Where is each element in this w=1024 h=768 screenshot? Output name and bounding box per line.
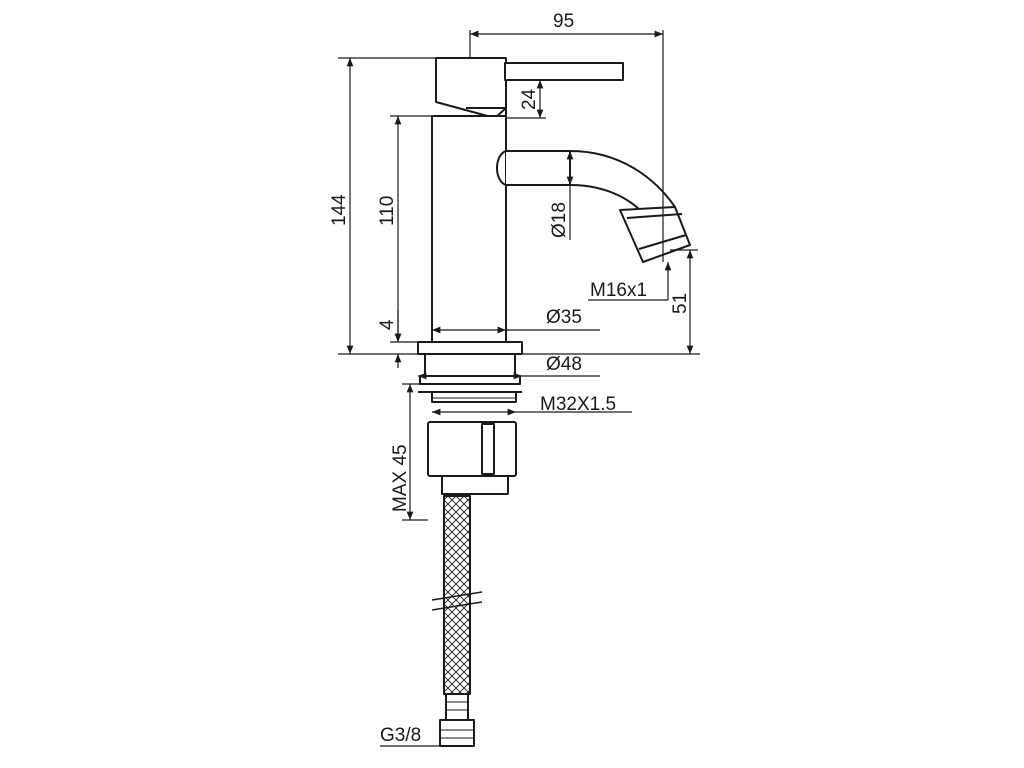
mounting-nut [427,421,517,495]
base-flange [417,341,523,393]
tap-body [431,115,507,343]
dim-hose-connection: G3/8 [380,725,421,746]
dim-base-gap: 4 [377,319,398,330]
dim-handle-offset: 24 [519,88,540,110]
dim-overall-width: 95 [553,11,574,32]
dim-outlet-thread: M16x1 [590,280,647,301]
lever-handle [435,57,624,119]
threaded-shank [431,391,517,403]
flexible-hose [431,495,483,747]
dim-mount-thread: M32X1.5 [540,394,616,415]
dim-body-diameter: Ø35 [546,307,582,328]
aerator [619,206,691,263]
dim-spout-diameter: Ø18 [549,202,570,238]
dim-max-deck: MAX 45 [390,444,411,512]
dim-body-height: 110 [377,196,398,226]
dim-overall-height: 144 [329,194,350,226]
dim-outlet-height: 51 [670,293,691,314]
dim-base-diameter: Ø48 [546,354,582,375]
